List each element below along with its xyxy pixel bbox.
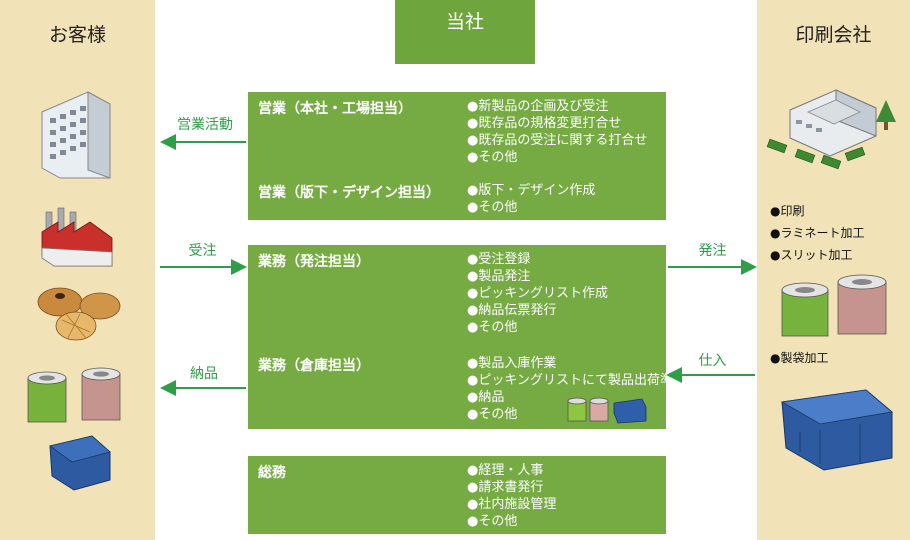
printer-service-bag: 製袋加工 <box>770 349 828 366</box>
task-item: 既存品の規格変更打合せ <box>467 115 647 132</box>
general-dept-label: 総務 <box>258 465 286 481</box>
arrow-label-order-out: 発注 <box>698 243 727 259</box>
printer-title: 印刷会社 <box>795 24 872 46</box>
task-item: 納品 <box>467 389 686 406</box>
task-item: その他 <box>467 199 595 216</box>
task-item: 受注登録 <box>467 251 608 268</box>
task-item: 製品入庫作業 <box>467 355 686 372</box>
arrow-label-order-in: 受注 <box>188 243 217 259</box>
task-item: その他 <box>467 319 608 336</box>
ordering-dept-label: 業務（発注担当） <box>258 254 370 270</box>
product-rolls-icon <box>567 397 647 424</box>
task-item: ピッキングリスト作成 <box>467 285 608 302</box>
task-item: 請求書発行 <box>467 479 556 496</box>
ordering-task-list: 受注登録 製品発注 ピッキングリスト作成 納品伝票発行 その他 <box>467 251 608 336</box>
general-task-list: 経理・人事 請求書発行 社内施設管理 その他 <box>467 462 556 530</box>
factory-icon <box>41 207 113 267</box>
bread-icon <box>37 287 121 341</box>
customer-title: お客様 <box>48 24 106 46</box>
task-item: その他 <box>467 406 686 423</box>
task-item: 新製品の企画及び受注 <box>467 98 647 115</box>
office-building-icon <box>41 91 111 179</box>
film-rolls-icon <box>27 367 121 423</box>
task-item: 経理・人事 <box>467 462 556 479</box>
task-item: 製品発注 <box>467 268 608 285</box>
operations-box: 業務（発注担当） 受注登録 製品発注 ピッキングリスト作成 納品伝票発行 その他… <box>248 245 686 429</box>
task-item: その他 <box>467 149 647 166</box>
design-task-list: 版下・デザイン作成 その他 <box>467 182 595 216</box>
warehouse-dept-label: 業務（倉庫担当） <box>258 358 370 374</box>
sales-box: 営業（本社・工場担当） 新製品の企画及び受注 既存品の規格変更打合せ 既存品の受… <box>248 92 666 220</box>
task-item: その他 <box>467 513 556 530</box>
arrow-label-sales: 営業活動 <box>177 117 233 133</box>
printer-service-item: ラミネート加工 <box>770 224 864 241</box>
printer-service-item: 印刷 <box>770 202 804 219</box>
task-item: ピッキングリストにて製品出荷準備 <box>467 372 686 389</box>
arrow-label-purchase: 仕入 <box>698 353 727 369</box>
printing-plant-icon <box>766 89 896 170</box>
task-item: 既存品の受注に関する打合せ <box>467 132 647 149</box>
crate-icon <box>49 435 111 491</box>
general-affairs-box: 総務 経理・人事 請求書発行 社内施設管理 その他 <box>248 456 666 534</box>
arrow-label-delivery: 納品 <box>190 366 218 382</box>
task-item: 納品伝票発行 <box>467 302 608 319</box>
sales-task-list: 新製品の企画及び受注 既存品の規格変更打合せ 既存品の受注に関する打合せ その他 <box>467 98 647 166</box>
sales-dept-label: 営業（本社・工場担当） <box>258 101 412 117</box>
printer-service-item: スリット加工 <box>770 246 852 263</box>
printer-crate-icon <box>780 389 893 471</box>
design-dept-label: 営業（版下・デザイン担当） <box>258 185 440 201</box>
task-item: 社内施設管理 <box>467 496 556 513</box>
printer-rolls-icon <box>781 274 887 337</box>
warehouse-task-list: 製品入庫作業 ピッキングリストにて製品出荷準備 納品 その他 <box>467 355 686 423</box>
company-header: 当社 <box>395 0 535 64</box>
task-item: 版下・デザイン作成 <box>467 182 595 199</box>
